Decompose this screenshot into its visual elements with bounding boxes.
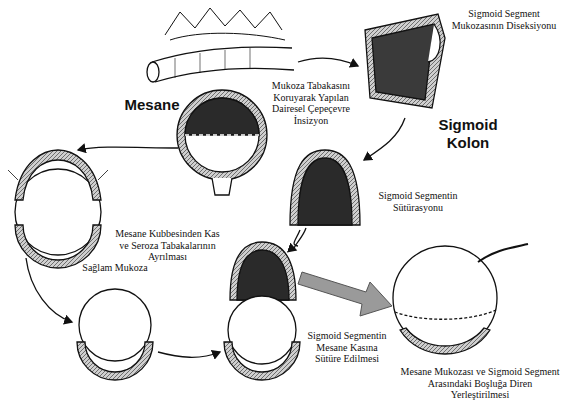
sigmoid-colon (147, 8, 294, 82)
organ-label: Sigmoid Kolon (428, 116, 508, 152)
intact-mucosa-bladder (77, 289, 153, 380)
step-label: Sigmoid Segmentin Mesane Kasına Sütüre E… (304, 330, 390, 365)
step-label: Sigmoid Segmentin Sütürasyonu (368, 190, 468, 213)
step-label: Mesane Mukozası ve Sigmoid Segment Arası… (398, 366, 562, 401)
sigmoid-segment (365, 14, 445, 108)
bladder-dome-separation (8, 150, 108, 268)
bladder-incision (177, 90, 267, 195)
reconstructed-bladder (393, 244, 528, 354)
organ-label: Mesane (122, 96, 182, 114)
dome-on-bladder (224, 242, 300, 380)
big-arrow (298, 272, 392, 316)
step-label: Mesane Kubbesinden Kas ve Seroza Tabakal… (110, 228, 225, 263)
step-arrows (26, 58, 405, 357)
sigmoid-dome (290, 150, 360, 225)
part-label: Sağlam Mukoza (80, 262, 150, 274)
step-label: Sigmoid Segment Mukozasının Diseksiyonu (448, 8, 560, 31)
step-label: Mukoza Tabakasını Koruyarak Yapılan Dair… (268, 80, 354, 126)
